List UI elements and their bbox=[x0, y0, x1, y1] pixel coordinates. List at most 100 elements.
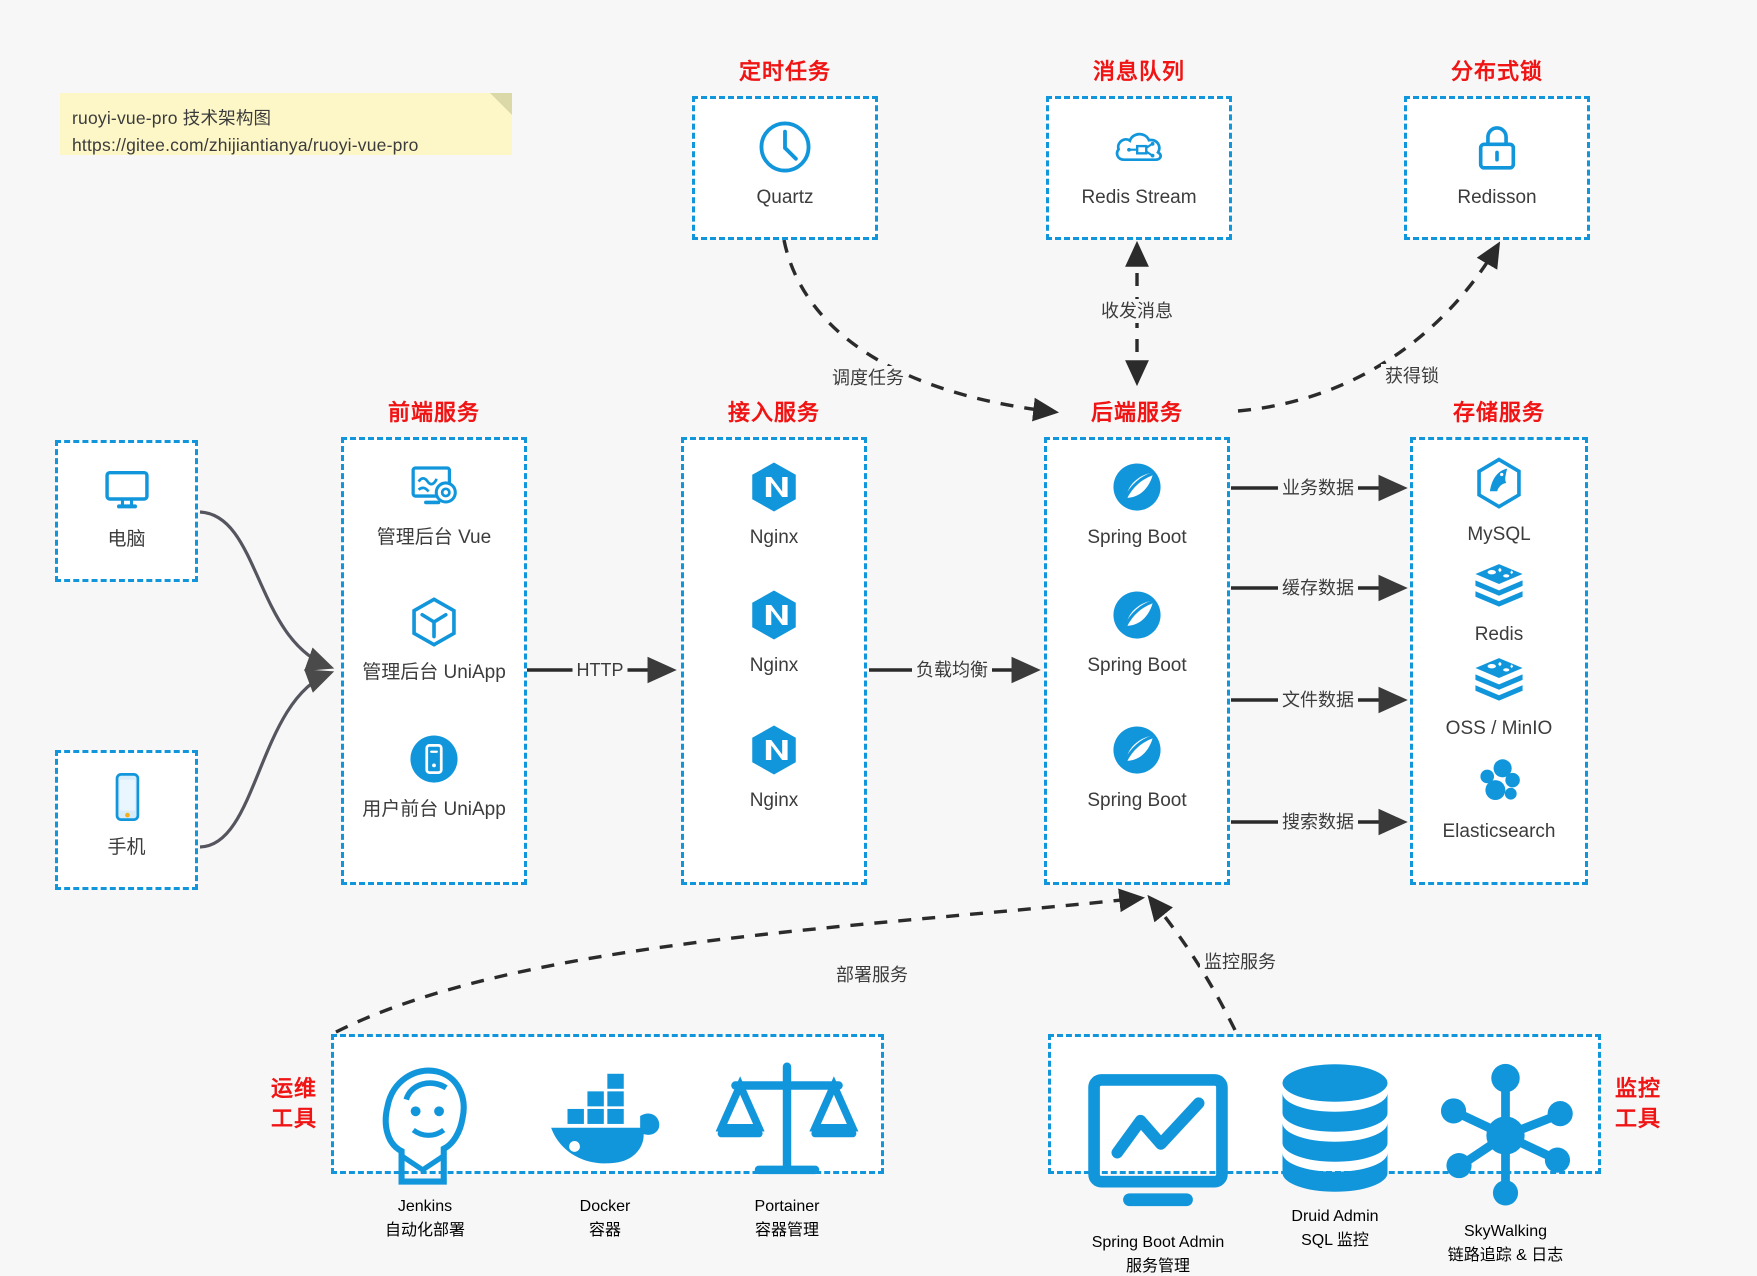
node-nginx-3[interactable]: Nginx bbox=[681, 721, 867, 813]
node-druid-admin-sub: SQL 监控 bbox=[1301, 1232, 1369, 1249]
node-druid-admin-label: Druid Admin bbox=[1291, 1208, 1379, 1225]
diagram-note: ruoyi-vue-pro 技术架构图 https://gitee.com/zh… bbox=[60, 93, 512, 155]
node-spring-boot-2-label: Spring Boot bbox=[1087, 655, 1187, 676]
node-elasticsearch-label: Elasticsearch bbox=[1442, 821, 1556, 842]
dashboard-gear-icon bbox=[411, 466, 457, 505]
node-redisson[interactable]: Redisson bbox=[1404, 118, 1590, 210]
edge-label-filedata: 文件数据 bbox=[1278, 688, 1358, 712]
edge-label-schedule: 调度任务 bbox=[828, 366, 908, 390]
mobile-circle-icon bbox=[410, 735, 458, 783]
node-nginx-2[interactable]: Nginx bbox=[681, 586, 867, 678]
group-gateway-box bbox=[681, 437, 867, 885]
note-line-2: https://gitee.com/zhijiantianya/ruoyi-vu… bbox=[72, 135, 419, 155]
group-storage-title: 存储服务 bbox=[1452, 400, 1545, 425]
lock-icon bbox=[1478, 126, 1516, 170]
nginx-icon bbox=[752, 462, 796, 512]
cube-icon bbox=[412, 597, 456, 647]
group-monitor: 监控 工具 Spring Boot Admin 服务管理 Druid Admin… bbox=[1048, 1034, 1660, 1275]
desktop-icon bbox=[104, 470, 149, 509]
edge-label-message: 收发消息 bbox=[1097, 299, 1177, 323]
database-icon bbox=[1282, 1064, 1388, 1192]
node-skywalking-sub: 链路追踪 & 日志 bbox=[1447, 1247, 1564, 1264]
node-computer[interactable]: 电脑 bbox=[55, 460, 198, 552]
group-frontend-box bbox=[341, 437, 527, 885]
node-portainer-label: Portainer bbox=[754, 1198, 820, 1215]
node-mysql-label: MySQL bbox=[1467, 524, 1531, 545]
note-line-1: ruoyi-vue-pro 技术架构图 bbox=[72, 108, 272, 128]
edge-label-loadbalance: 负载均衡 bbox=[912, 658, 992, 682]
group-storage: 存储服务 MySQL Redis bbox=[1410, 400, 1588, 885]
skywalking-icon bbox=[1440, 1063, 1573, 1206]
node-spring-boot-admin-label: Spring Boot Admin bbox=[1091, 1234, 1225, 1251]
cloud-network-icon bbox=[1115, 132, 1162, 162]
node-nginx-1[interactable]: Nginx bbox=[681, 458, 867, 550]
node-spring-boot-3[interactable]: Spring Boot bbox=[1044, 721, 1230, 813]
edge-label-http: HTTP bbox=[572, 658, 628, 682]
edge-label-deploy: 部署服务 bbox=[832, 963, 912, 987]
node-docker-label: Docker bbox=[579, 1198, 631, 1215]
node-druid-admin[interactable]: Druid Admin SQL 监控 bbox=[1255, 1048, 1415, 1250]
nginx-icon bbox=[752, 725, 796, 775]
node-spring-boot-1-label: Spring Boot bbox=[1087, 527, 1187, 548]
nginx-icon bbox=[752, 590, 796, 640]
node-portainer[interactable]: Portainer 容器管理 bbox=[712, 1048, 862, 1240]
group-device-phone: 手机 bbox=[55, 750, 198, 890]
group-scheduler-box bbox=[692, 96, 878, 240]
node-redis-label: Redis bbox=[1474, 624, 1524, 645]
node-docker[interactable]: Docker 容器 bbox=[530, 1048, 680, 1240]
node-phone-label: 手机 bbox=[107, 837, 146, 858]
group-monitor-title: 监控 工具 bbox=[1615, 1074, 1661, 1134]
node-spring-boot-admin[interactable]: Spring Boot Admin 服务管理 bbox=[1065, 1048, 1251, 1276]
scales-icon bbox=[715, 1062, 859, 1175]
node-elasticsearch[interactable]: Elasticsearch bbox=[1410, 752, 1588, 844]
spring-boot-icon bbox=[1113, 591, 1161, 639]
node-spring-boot-2[interactable]: Spring Boot bbox=[1044, 586, 1230, 678]
group-frontend: 前端服务 管理后台 Vue 管理后台 UniApp bbox=[341, 400, 527, 885]
group-mq: 消息队列 Redis Stream bbox=[1046, 59, 1232, 240]
note-fold-corner bbox=[490, 93, 512, 115]
group-devops-title-line1: 运维 bbox=[270, 1076, 317, 1101]
node-quartz[interactable]: Quartz bbox=[692, 118, 878, 210]
node-mysql[interactable]: MySQL bbox=[1410, 455, 1588, 547]
group-lock-box bbox=[1404, 96, 1590, 240]
clock-icon bbox=[759, 121, 811, 173]
node-skywalking-label: SkyWalking bbox=[1464, 1223, 1547, 1240]
node-jenkins-label: Jenkins bbox=[397, 1198, 453, 1215]
group-backend-box bbox=[1044, 437, 1230, 885]
group-lock: 分布式锁 Redisson bbox=[1404, 59, 1590, 240]
group-scheduler: 定时任务 Quartz bbox=[692, 59, 878, 240]
node-redis-stream-label: Redis Stream bbox=[1081, 187, 1197, 208]
node-admin-vue-label: 管理后台 Vue bbox=[376, 527, 492, 548]
group-device-computer-box bbox=[55, 440, 198, 582]
monitor-chart-icon bbox=[1088, 1074, 1228, 1207]
node-spring-boot-1[interactable]: Spring Boot bbox=[1044, 458, 1230, 550]
architecture-diagram-canvas: 定时任务 Quartz 消息队列 Redis Stream 分布式锁 bbox=[55, 59, 1660, 1275]
group-frontend-title: 前端服务 bbox=[387, 400, 480, 425]
group-gateway-title: 接入服务 bbox=[727, 400, 820, 425]
node-jenkins[interactable]: Jenkins 自动化部署 bbox=[350, 1048, 500, 1240]
oss-minio-icon bbox=[1475, 658, 1523, 701]
group-monitor-title-line1: 监控 bbox=[1615, 1076, 1662, 1101]
group-devops: 运维 工具 Jenkins 自动化部署 bbox=[271, 1034, 884, 1239]
redis-icon bbox=[1475, 564, 1523, 607]
node-redis-stream[interactable]: Redis Stream bbox=[1046, 118, 1232, 210]
group-devops-title: 运维 工具 bbox=[271, 1074, 317, 1134]
edge-label-getlock: 获得锁 bbox=[1381, 364, 1443, 388]
node-admin-vue[interactable]: 管理后台 Vue bbox=[341, 458, 527, 550]
group-backend-title: 后端服务 bbox=[1090, 400, 1183, 425]
node-skywalking[interactable]: SkyWalking 链路追踪 & 日志 bbox=[1418, 1048, 1593, 1265]
node-oss-minio[interactable]: OSS / MinIO bbox=[1410, 649, 1588, 741]
node-jenkins-sub: 自动化部署 bbox=[384, 1222, 465, 1239]
phone-icon bbox=[115, 772, 139, 822]
node-redisson-label: Redisson bbox=[1457, 187, 1537, 208]
node-redis[interactable]: Redis bbox=[1410, 555, 1588, 647]
group-devops-title-line2: 工具 bbox=[270, 1106, 317, 1131]
node-admin-uniapp[interactable]: 管理后台 UniApp bbox=[341, 593, 527, 685]
node-phone[interactable]: 手机 bbox=[55, 768, 198, 860]
node-portainer-sub: 容器管理 bbox=[754, 1222, 819, 1239]
group-scheduler-title: 定时任务 bbox=[738, 59, 831, 84]
node-spring-boot-admin-sub: 服务管理 bbox=[1125, 1258, 1190, 1275]
docker-icon bbox=[551, 1073, 660, 1164]
node-user-uniapp[interactable]: 用户前台 UniApp bbox=[341, 730, 527, 822]
group-gateway: 接入服务 Nginx Nginx Nginx bbox=[681, 400, 867, 885]
